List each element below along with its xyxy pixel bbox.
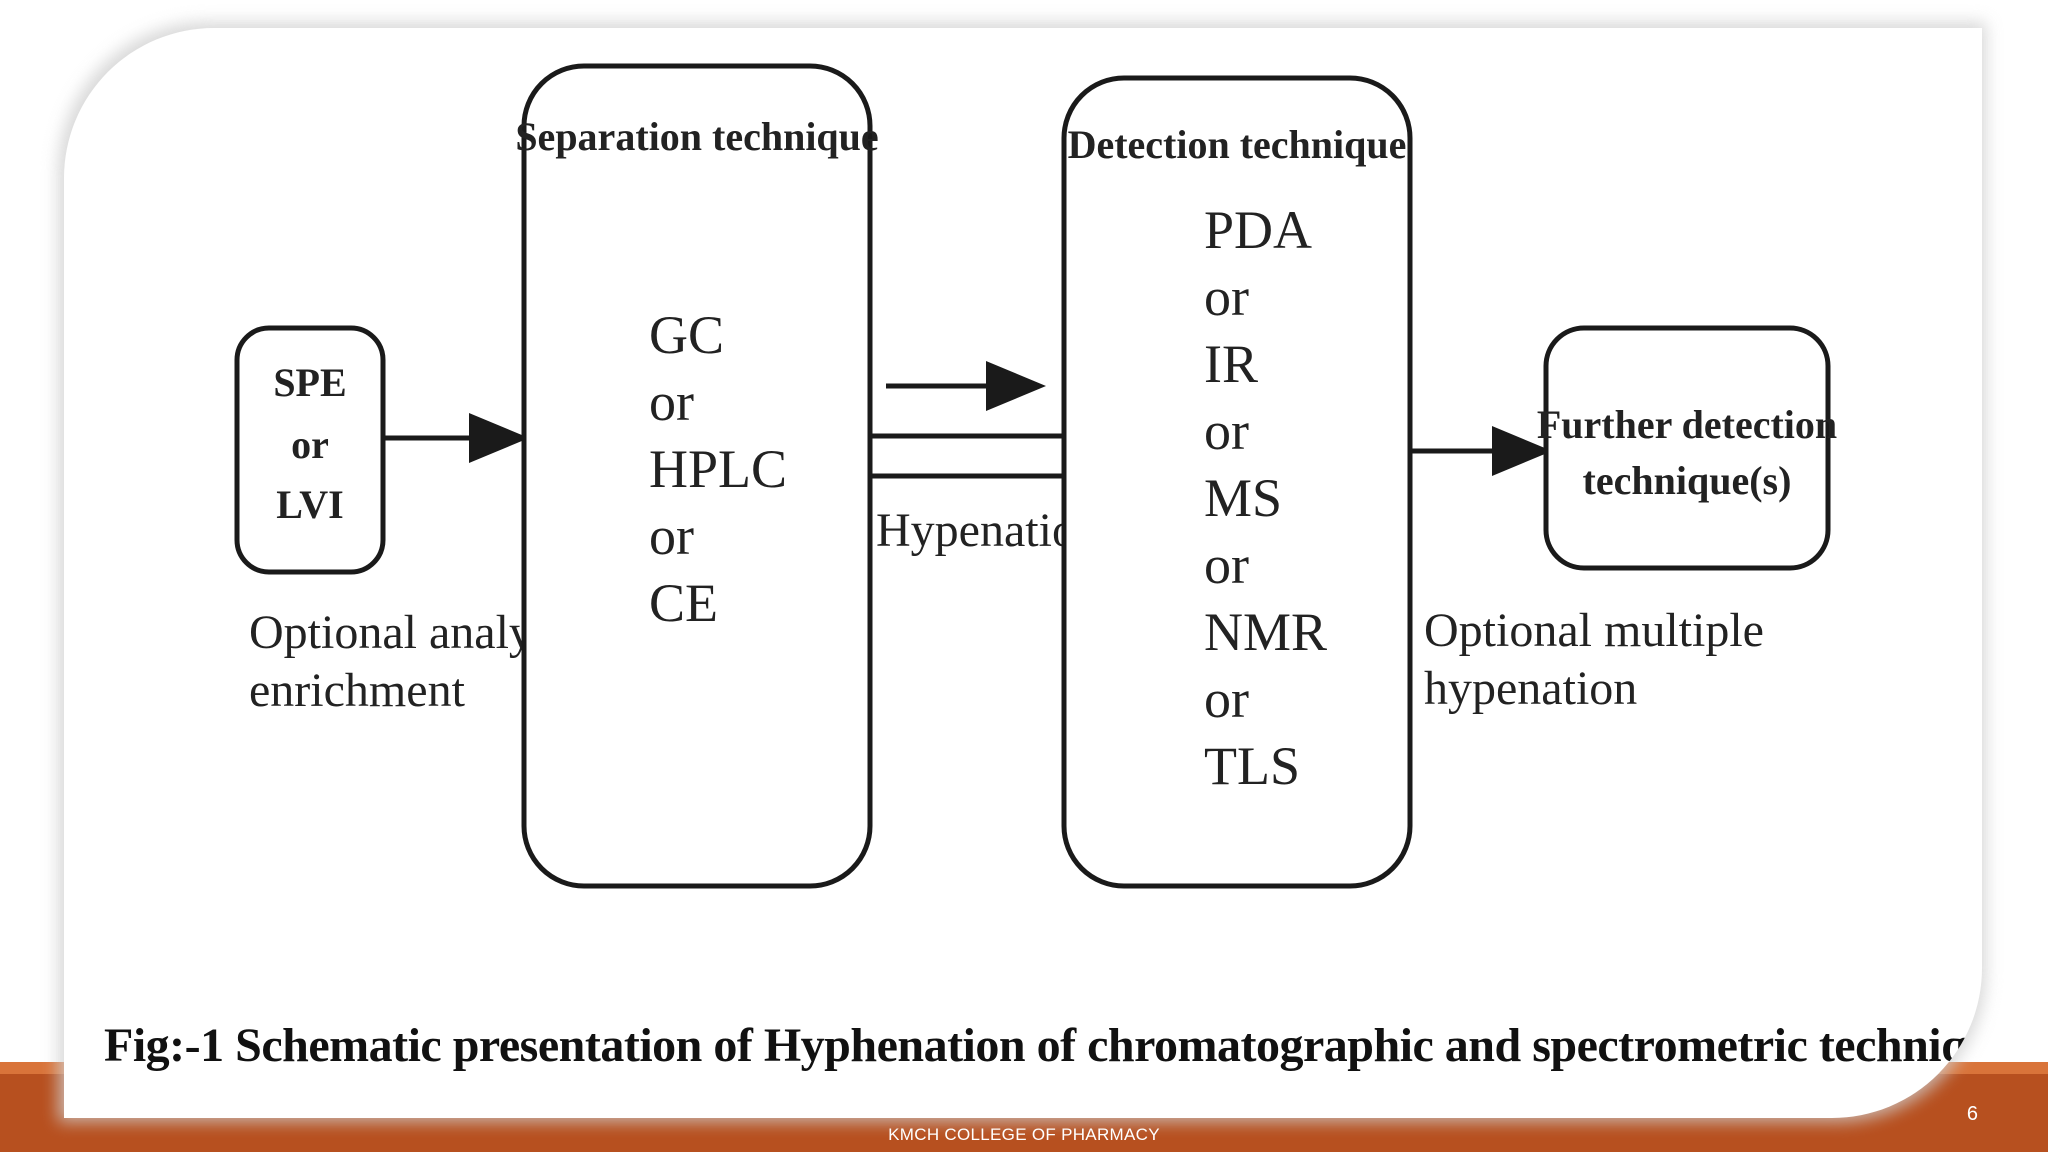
detection-item-or-4: or: [1204, 669, 1249, 729]
separation-item-or-1: or: [649, 372, 694, 432]
separation-item-hplc: HPLC: [649, 439, 787, 499]
figure-caption: Fig:-1 Schematic presentation of Hyphena…: [104, 1019, 1982, 1072]
footer-college-name: KMCH COLLEGE OF PHARMACY: [888, 1125, 1160, 1144]
separation-item-ce: CE: [649, 573, 718, 633]
further-caption-line2: hypenation: [1424, 662, 1637, 715]
detection-item-pda: PDA: [1204, 200, 1312, 260]
detection-item-or-1: or: [1204, 267, 1249, 327]
detection-box: [1061, 75, 1413, 889]
further-detection-box: [1543, 325, 1831, 571]
further-detection-line2: technique(s): [1583, 458, 1792, 503]
figure-card: SPE or LVI Optional analyte enrichment S…: [64, 28, 1982, 1118]
spe-or-label: or: [291, 422, 329, 467]
separation-title: Separation technique: [515, 114, 878, 159]
detection-item-ms: MS: [1204, 468, 1282, 528]
spe-caption-line2: enrichment: [249, 664, 466, 717]
hyphenation-diagram: SPE or LVI Optional analyte enrichment S…: [234, 63, 1837, 889]
detection-item-tls: TLS: [1204, 736, 1300, 796]
separation-item-or-2: or: [649, 506, 694, 566]
spe-label: SPE: [273, 360, 346, 405]
detection-item-ir: IR: [1204, 334, 1258, 394]
page-number: 6: [1966, 1103, 1978, 1125]
detection-item-or-2: or: [1204, 401, 1249, 461]
further-caption-line1: Optional multiple: [1424, 604, 1764, 657]
further-detection-line1: Further detection: [1537, 402, 1837, 447]
spe-box: [234, 325, 386, 575]
detection-title: Detection technique: [1068, 122, 1407, 167]
detection-item-or-3: or: [1204, 535, 1249, 595]
separation-item-gc: GC: [649, 305, 724, 365]
detection-item-nmr: NMR: [1204, 602, 1327, 662]
spe-caption-line1: Optional analyte: [249, 606, 568, 659]
lvi-label: LVI: [276, 482, 343, 527]
